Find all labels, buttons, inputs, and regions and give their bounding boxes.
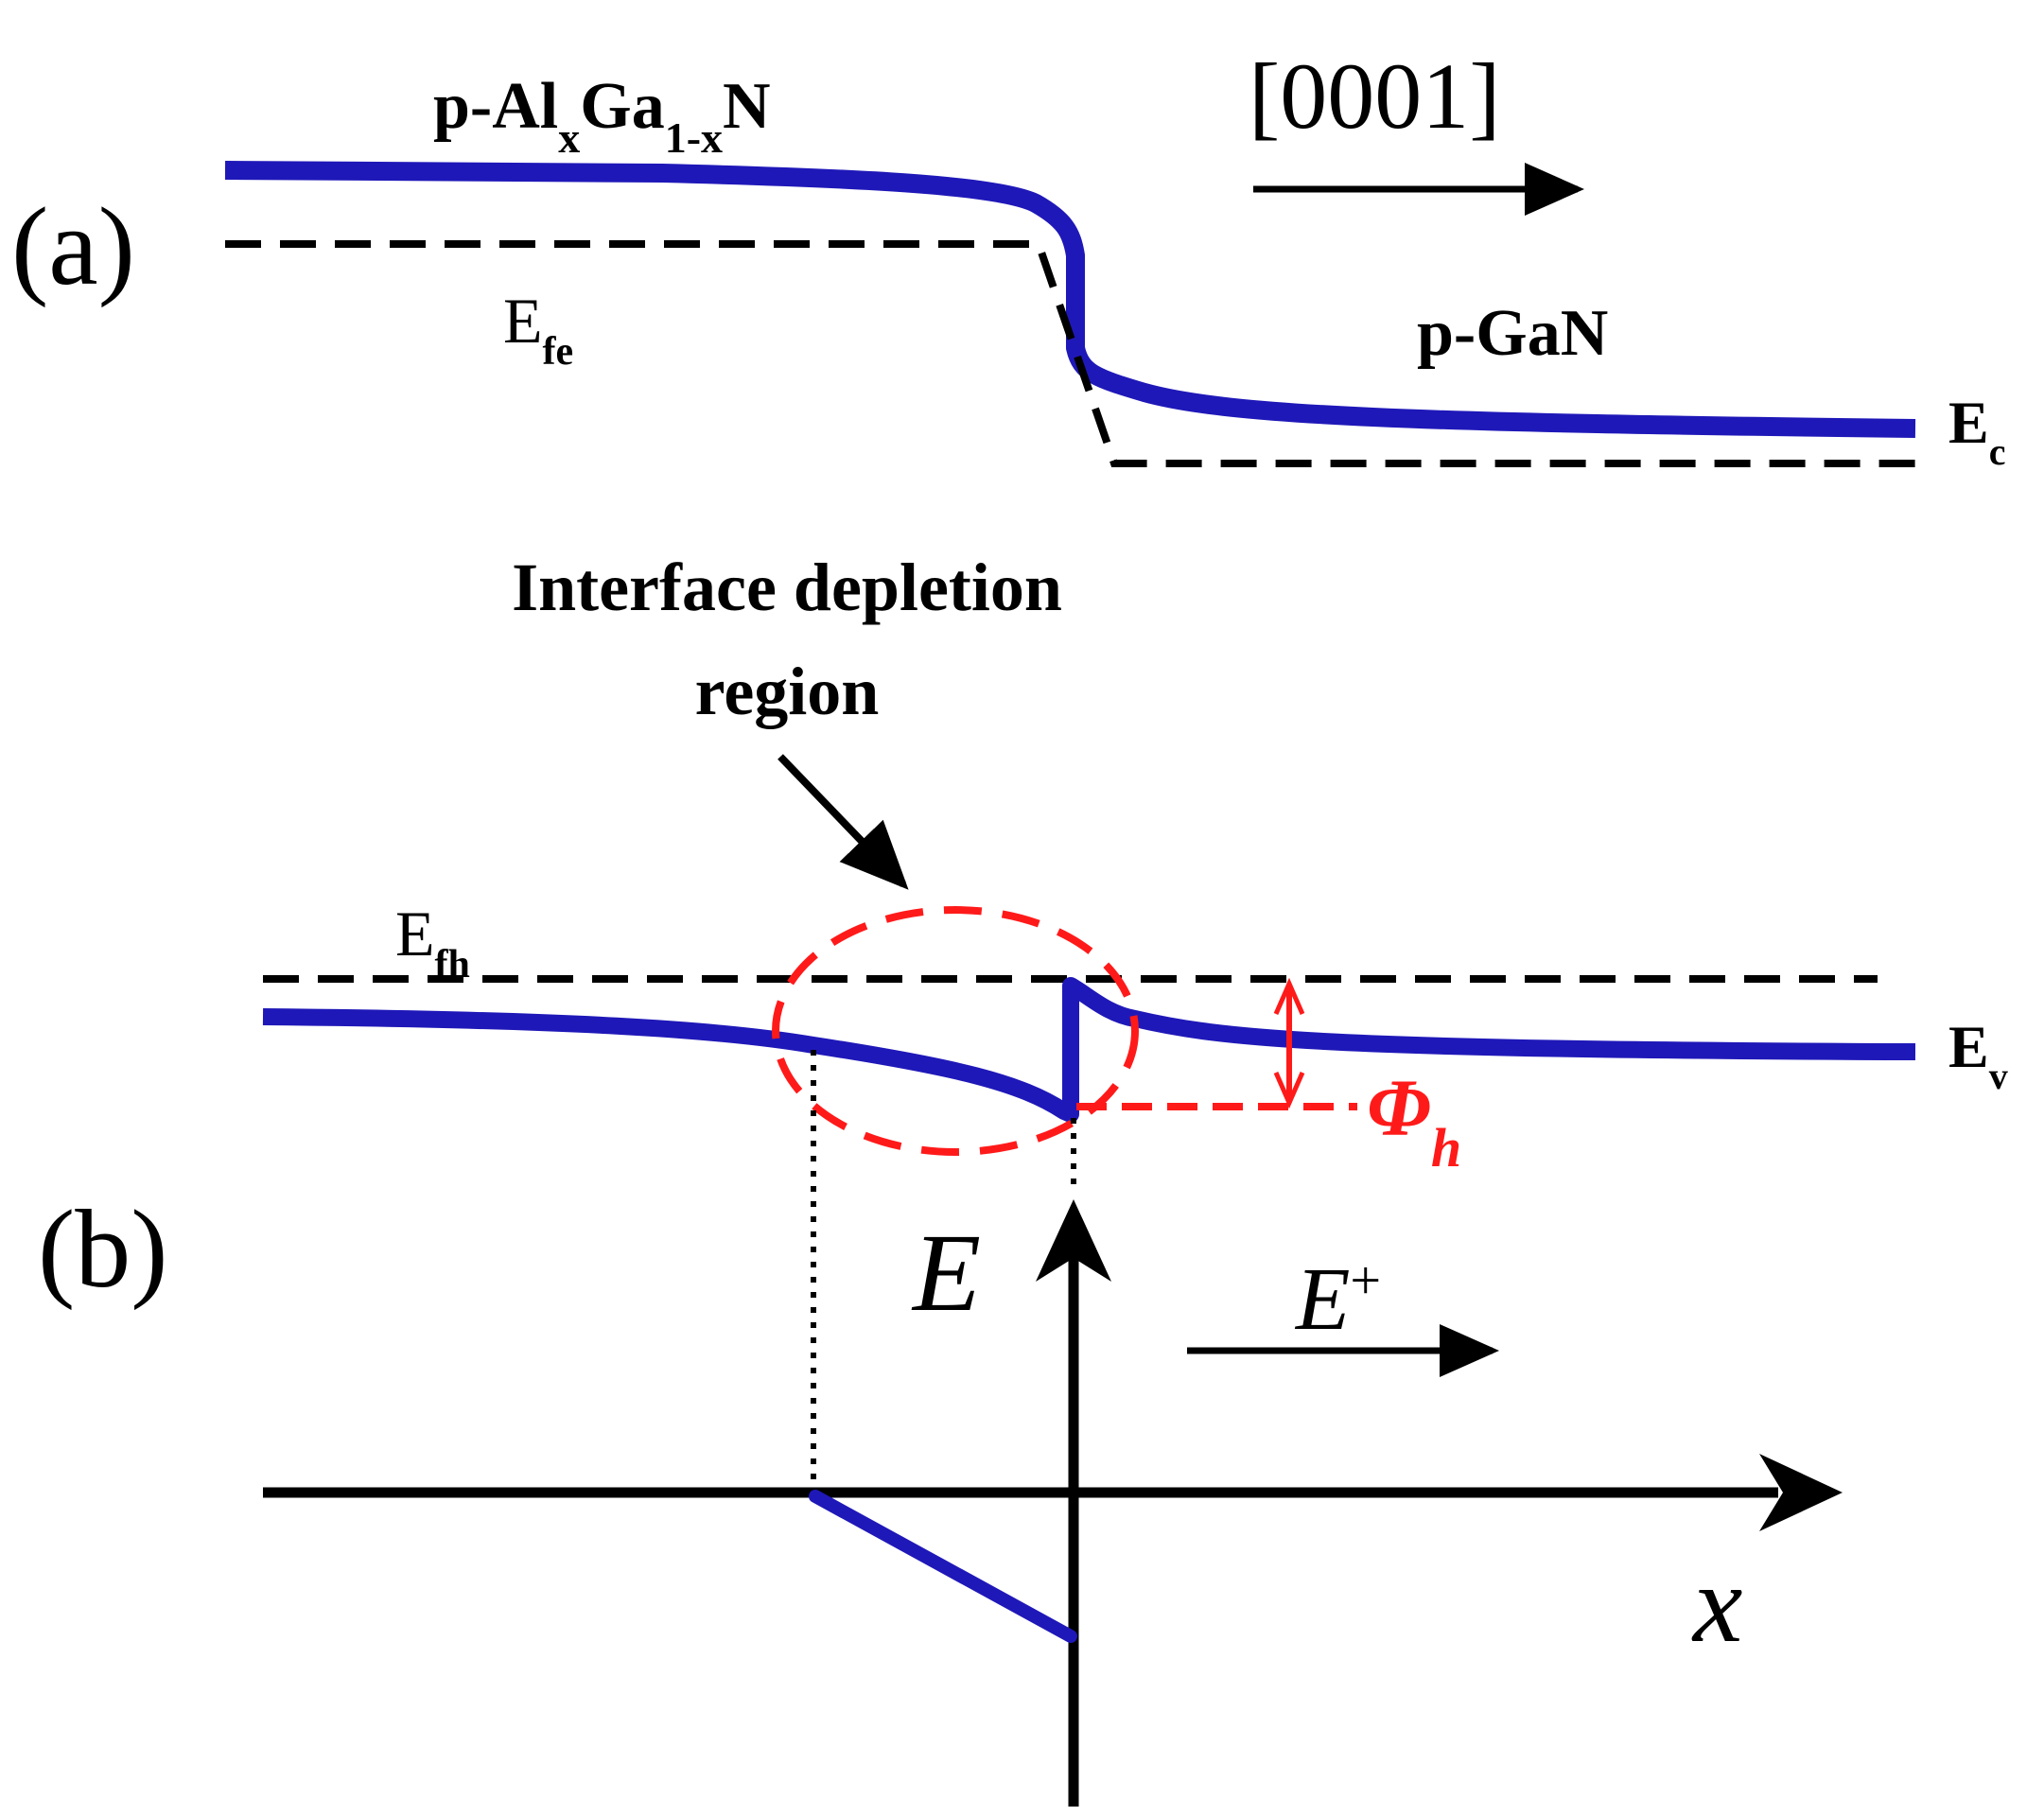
valence-band-curve bbox=[262, 977, 1916, 1123]
fermi-level-e-label: Efe bbox=[503, 285, 573, 374]
direction-label: [0001] bbox=[1249, 44, 1501, 148]
annotation-line-2: region bbox=[695, 654, 880, 729]
conduction-band-label: Ec bbox=[1948, 389, 2005, 473]
annotation-line-1: Interface depletion bbox=[512, 550, 1062, 625]
fermi-level-h-label: Efh bbox=[395, 898, 470, 987]
panel-a-label: (a) bbox=[11, 184, 135, 308]
barrier-arrow-bottom bbox=[1273, 1071, 1305, 1109]
valence-band-label: Ev bbox=[1948, 1013, 2008, 1097]
energy-axis-label: E bbox=[911, 1211, 981, 1335]
layer-right-label: p-GaN bbox=[1417, 297, 1608, 370]
electron-fermi-level bbox=[225, 240, 1915, 467]
barrier-arrow-top bbox=[1273, 977, 1305, 1016]
depletion-region-ellipse bbox=[772, 906, 1139, 1156]
barrier-height-label: Φh bbox=[1367, 1062, 1461, 1179]
panel-b-label: (b) bbox=[38, 1187, 168, 1311]
field-label: E+ bbox=[1294, 1249, 1381, 1350]
field-profile-line bbox=[809, 1490, 1077, 1643]
conduction-band-curve bbox=[224, 161, 1916, 438]
layer-left-label: p-AlxGa1-xN bbox=[433, 70, 771, 162]
position-axis-label: x bbox=[1691, 1542, 1742, 1666]
energy-axis-arrowhead bbox=[1036, 1199, 1111, 1282]
position-axis-arrowhead bbox=[1759, 1454, 1843, 1531]
annotation-arrow bbox=[777, 754, 909, 890]
